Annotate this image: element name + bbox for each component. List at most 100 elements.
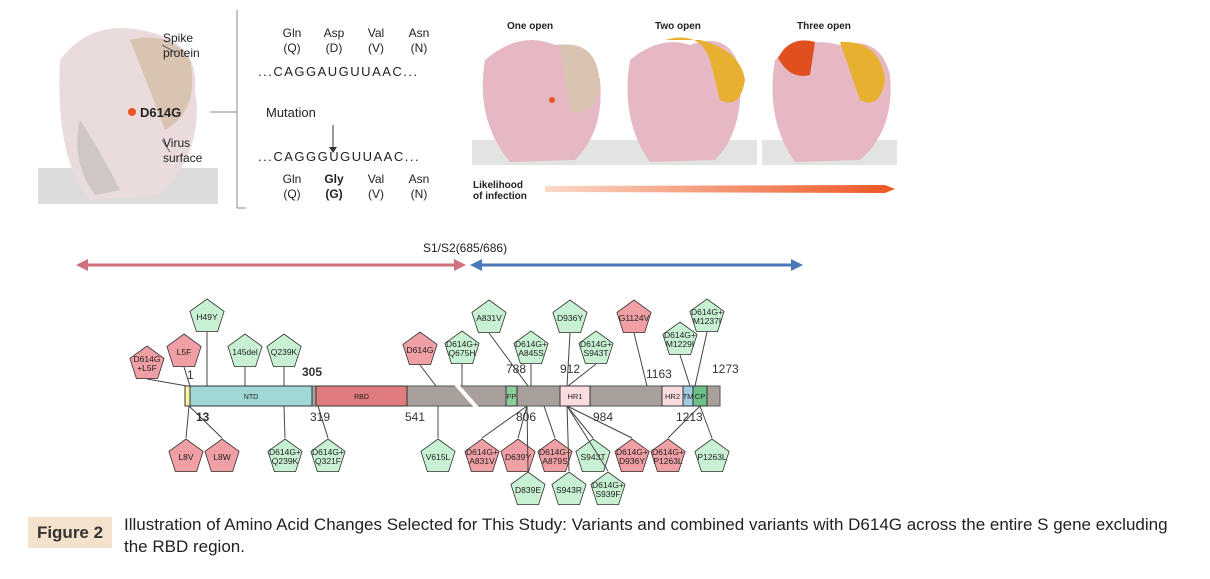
codon-amino-acid: Gln (Q) bbox=[282, 172, 302, 201]
signal-peptide bbox=[184, 385, 191, 407]
mutation-pentagon-icon bbox=[689, 298, 725, 333]
connector-line bbox=[526, 405, 529, 472]
mutation-label: H49Y bbox=[196, 312, 218, 322]
mutation-label: D614G+Q321F bbox=[312, 447, 344, 466]
mutation-pentagon-icon bbox=[464, 438, 500, 473]
mutation-pentagon-icon bbox=[471, 299, 507, 334]
connector-line bbox=[699, 405, 713, 439]
codon-amino-acid: Gln (Q) bbox=[282, 26, 302, 55]
mutation-label: D614G+Q675H bbox=[446, 339, 478, 358]
mutation-pentagon-icon bbox=[310, 438, 346, 473]
connector-line bbox=[566, 405, 633, 439]
connector-line bbox=[481, 405, 528, 439]
position-number: 305 bbox=[302, 365, 322, 379]
connector-line bbox=[419, 364, 437, 387]
position-number: 1 bbox=[187, 368, 194, 382]
mutation-label: D839E bbox=[515, 485, 541, 495]
mutation-label: D614G+L5F bbox=[134, 354, 161, 373]
position-number: 984 bbox=[593, 410, 613, 424]
figure-caption: Illustration of Amino Acid Changes Selec… bbox=[124, 515, 1168, 556]
mutation-label: D614G+M1237I bbox=[691, 307, 723, 326]
connector-line bbox=[679, 354, 691, 387]
connector-line bbox=[317, 405, 329, 439]
connector-line bbox=[567, 363, 597, 387]
connector-line bbox=[517, 405, 528, 439]
position-number: 788 bbox=[506, 362, 526, 376]
position-number: 912 bbox=[560, 362, 580, 376]
mutation-pentagon-icon bbox=[129, 345, 165, 380]
mutation-label: D639Y bbox=[505, 452, 531, 462]
original-sequence: ...CAGGAUGUUAAC... bbox=[258, 64, 419, 79]
mutation-label: S943T bbox=[580, 452, 605, 462]
domain-label: HR1 bbox=[567, 392, 582, 401]
position-number: 319 bbox=[310, 410, 330, 424]
mutation-label: D614G+S943T bbox=[580, 339, 612, 358]
mutation-pentagon-icon bbox=[578, 330, 614, 365]
mutation-pentagon-icon bbox=[650, 438, 686, 473]
position-number: 1163 bbox=[646, 367, 672, 381]
mutation-pentagon-icon bbox=[616, 299, 652, 334]
position-number: 806 bbox=[516, 410, 536, 424]
connector-line bbox=[283, 405, 286, 439]
mutation-pentagon-icon bbox=[204, 438, 240, 473]
state-three-open: Three open bbox=[797, 21, 851, 32]
mutation-pentagon-icon bbox=[402, 331, 438, 366]
domain-ntd bbox=[189, 385, 313, 407]
mutation-label: D614G+P1263L bbox=[652, 447, 684, 466]
mutation-label: G1124V bbox=[619, 313, 650, 323]
mutation-label: L8V bbox=[178, 452, 193, 462]
mutation-pentagon-icon bbox=[551, 471, 587, 506]
codon-amino-acid: Asn (N) bbox=[408, 26, 430, 55]
mutation-pentagon-icon bbox=[500, 438, 536, 473]
connector-line bbox=[566, 405, 594, 439]
mutated-sequence: ...CAGGGUGUUAAC... bbox=[258, 149, 421, 164]
mutation-pentagon-icon bbox=[444, 330, 480, 365]
mutation-label: V615L bbox=[426, 452, 451, 462]
mutation-label: D614G+Q239K bbox=[269, 447, 301, 466]
connector-line bbox=[146, 378, 188, 387]
domain-label: FP bbox=[507, 392, 517, 401]
mutation-label: D614G+D936Y bbox=[616, 447, 648, 466]
mutation-pentagon-icon bbox=[168, 438, 204, 473]
mutation-label: D614G+S939F bbox=[592, 480, 624, 499]
mutation-pentagon-icon bbox=[227, 333, 263, 368]
position-number: 1273 bbox=[712, 362, 739, 376]
mutation-pentagon-icon bbox=[267, 438, 303, 473]
mutation-pentagon-icon bbox=[552, 299, 588, 334]
likelihood-label: Likelihood of infection bbox=[473, 180, 527, 202]
mutation-pentagon-icon bbox=[510, 471, 546, 506]
region-arrows bbox=[76, 259, 803, 271]
mutation-pentagon-icon bbox=[537, 438, 573, 473]
codon-amino-acid: Asp (D) bbox=[323, 26, 345, 55]
connector-line bbox=[188, 405, 223, 439]
connector-line bbox=[566, 332, 571, 387]
mutation-label: D936Y bbox=[557, 313, 583, 323]
domain-label: TM bbox=[683, 392, 694, 401]
domain-rbd bbox=[315, 385, 408, 407]
mutation-label: L8W bbox=[213, 452, 230, 462]
mutation-label: Mutation bbox=[266, 105, 316, 120]
position-number: 541 bbox=[405, 410, 425, 424]
mutation-pentagon-icon bbox=[513, 330, 549, 365]
mutation-label: P1263L bbox=[697, 452, 727, 462]
mutation-site-icon bbox=[128, 108, 136, 116]
d614g-label: D614G bbox=[140, 105, 182, 120]
mutation-pentagon-icon bbox=[575, 438, 611, 473]
break-mark bbox=[453, 381, 480, 411]
mutation-label: Q239K bbox=[271, 347, 298, 357]
domain-label: RBD bbox=[354, 394, 369, 401]
figure-label: Figure 2 bbox=[28, 517, 112, 548]
domain-fp bbox=[505, 385, 518, 407]
mutation-pentagon-icon bbox=[662, 321, 698, 356]
connector-line bbox=[543, 405, 556, 439]
mutation-label: 145del bbox=[232, 347, 258, 357]
mutation-label: D614G+M1229I bbox=[664, 330, 696, 349]
mutation-pentagon-icon bbox=[189, 298, 225, 333]
position-number: 1213 bbox=[676, 410, 703, 424]
likelihood-arrow bbox=[545, 185, 895, 193]
domain-label: HR2 bbox=[665, 392, 680, 401]
mutation-pentagon-icon bbox=[590, 471, 626, 506]
domain-label: NTD bbox=[244, 394, 258, 401]
